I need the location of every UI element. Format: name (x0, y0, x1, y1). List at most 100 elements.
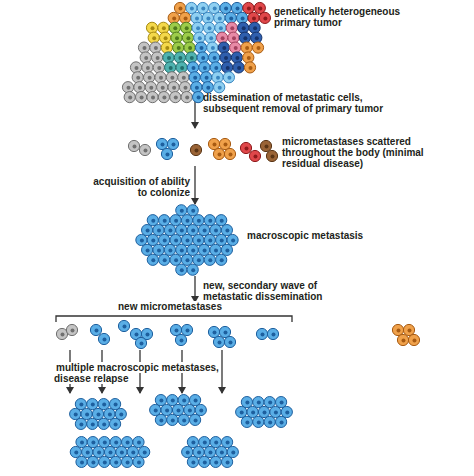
cell (224, 148, 235, 159)
cell (170, 234, 181, 245)
cell-nucleus (143, 46, 147, 50)
cell (221, 244, 232, 255)
cell (224, 336, 235, 347)
cell-nucleus (159, 76, 163, 80)
cell-nucleus (164, 36, 168, 40)
cell-nucleus (245, 147, 249, 151)
cell (213, 148, 224, 159)
cell (210, 225, 221, 236)
cell-nucleus (211, 46, 215, 50)
cell (192, 22, 203, 33)
cell-nucleus (103, 460, 107, 464)
cell-nucleus (184, 16, 188, 20)
cell (193, 215, 204, 226)
cell (243, 52, 254, 63)
cell-nucleus (221, 36, 225, 40)
cell (204, 254, 215, 265)
cell (159, 215, 170, 226)
stage-label-box: micrometastases scattered throughout the… (282, 136, 432, 169)
cell (190, 414, 201, 425)
cell-nucleus (245, 401, 249, 405)
cell (220, 52, 231, 63)
cell-nucleus (140, 342, 144, 346)
cell-nucleus (138, 86, 142, 90)
cell (169, 22, 180, 33)
cell (392, 324, 403, 335)
cell-nucleus (168, 229, 172, 233)
cell-nucleus (114, 403, 118, 407)
cell (82, 446, 93, 457)
cell (170, 92, 181, 103)
cell-nucleus (225, 248, 229, 252)
cell-nucleus (224, 56, 228, 60)
cell (209, 52, 220, 63)
cell-nucleus (180, 248, 184, 252)
cell-nucleus (213, 143, 217, 147)
process-label: acquisition of ability to colonize (93, 176, 190, 198)
cell (199, 244, 210, 255)
cell-nucleus (231, 451, 235, 455)
cell (176, 244, 187, 255)
cell-nucleus (214, 66, 218, 70)
cell-nucleus (146, 66, 150, 70)
cell (164, 225, 175, 236)
cell (110, 456, 121, 467)
cell-nucleus (231, 239, 235, 243)
cell-nucleus (136, 76, 140, 80)
cell (161, 148, 172, 159)
cell (153, 244, 164, 255)
cell (139, 446, 150, 457)
cell-nucleus (268, 401, 272, 405)
cell-nucleus (205, 76, 209, 80)
cell-nucleus (197, 219, 201, 223)
cell-nucleus (186, 329, 190, 333)
cell-nucleus (154, 46, 158, 50)
cell (199, 456, 210, 467)
cell (186, 52, 197, 63)
cell-nucleus (109, 451, 113, 455)
cell (170, 215, 181, 226)
cell-nucleus (170, 76, 174, 80)
cell (194, 32, 205, 43)
cell-nucleus (214, 248, 218, 252)
down-arrow (194, 166, 195, 204)
cell-nucleus (174, 258, 178, 262)
cell (249, 22, 260, 33)
cell (148, 32, 159, 43)
cell-nucleus (255, 36, 259, 40)
cell-nucleus (154, 409, 158, 413)
cell-nucleus (402, 339, 406, 343)
cell-nucleus (172, 143, 176, 147)
cell-nucleus (91, 403, 95, 407)
cell-nucleus (186, 219, 190, 223)
process-label-box: dissemination of metastatic cells, subse… (203, 92, 403, 114)
cell (251, 32, 262, 43)
stage-label-box: genetically heterogeneous primary tumor (274, 6, 424, 28)
cell (76, 437, 87, 448)
cell (226, 22, 237, 33)
cell (110, 437, 121, 448)
cell-nucleus (102, 422, 106, 426)
cell-nucleus (203, 229, 207, 233)
cell-nucleus (137, 460, 141, 464)
cell (174, 52, 185, 63)
cell-nucleus (80, 460, 84, 464)
cell-nucleus (182, 418, 186, 422)
cell-nucleus (135, 66, 139, 70)
stage-label: genetically heterogeneous primary tumor (274, 6, 400, 28)
cell-nucleus (120, 451, 124, 455)
cell-nucleus (191, 460, 195, 464)
cell-nucleus (209, 451, 213, 455)
cell (159, 254, 170, 265)
cell (181, 234, 192, 245)
cell-nucleus (203, 460, 207, 464)
cell-nucleus (198, 36, 202, 40)
cell (187, 62, 198, 73)
cell (181, 22, 192, 33)
cell (216, 215, 227, 226)
cell-nucleus (201, 7, 205, 11)
cell (170, 254, 181, 265)
cell-nucleus (190, 56, 194, 60)
cell-nucleus (165, 409, 169, 413)
